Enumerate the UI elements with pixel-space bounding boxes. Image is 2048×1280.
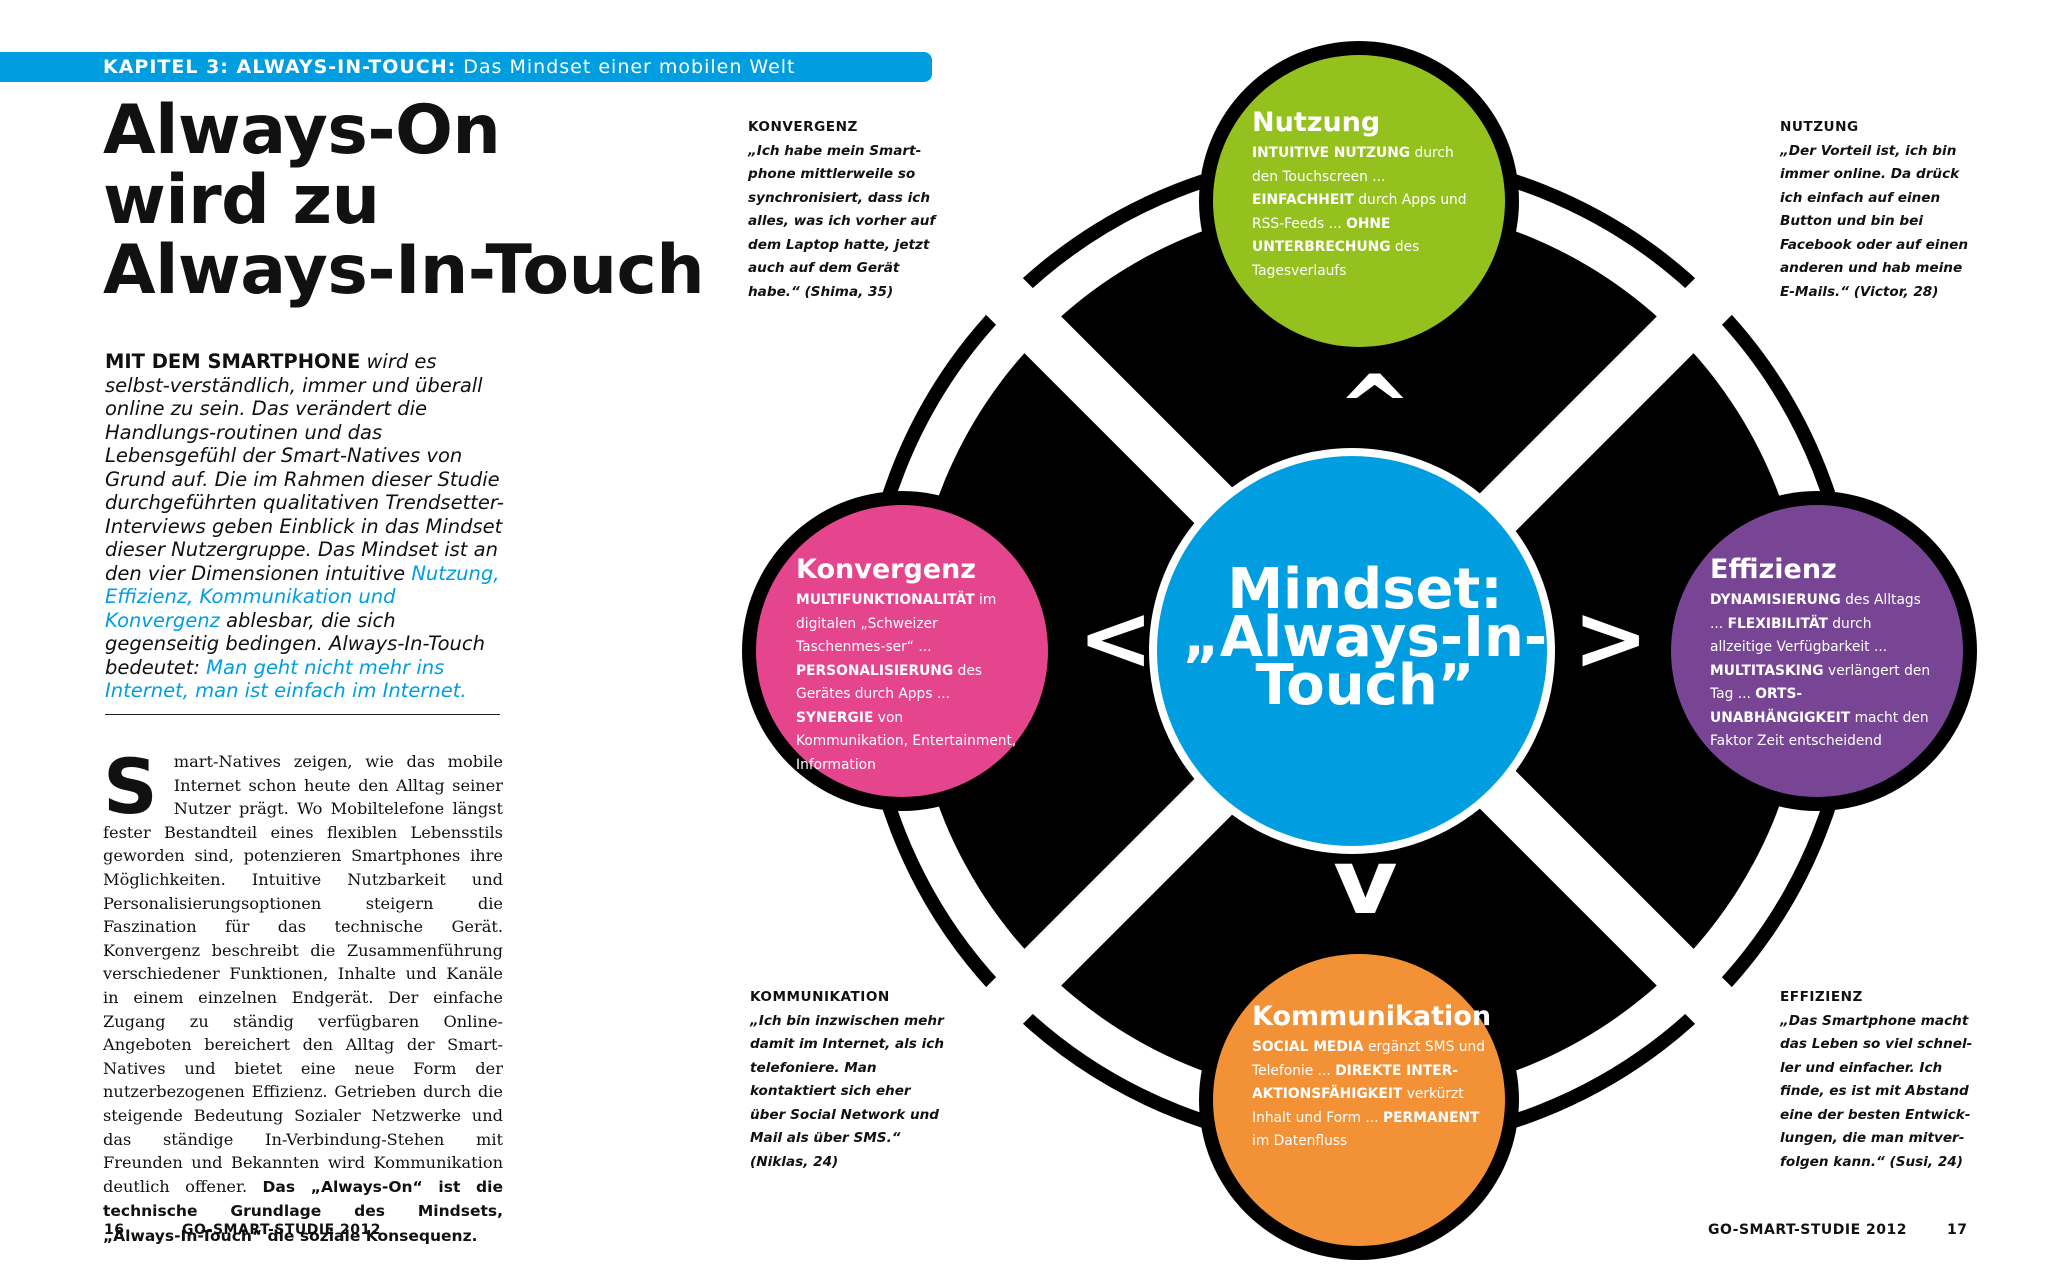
arrow-up: ^ bbox=[1337, 356, 1413, 461]
page-title: Always-On wird zu Always-In-Touch bbox=[103, 91, 705, 310]
quote-effizienz: EFFIZIENZ „Das Smartphone macht das Lebe… bbox=[1780, 989, 1973, 1170]
publication-right: GO-SMART-STUDIE 2012 bbox=[1708, 1222, 1907, 1238]
konvergenz-title: Konvergenz bbox=[796, 554, 977, 585]
publication-left: GO-SMART-STUDIE 2012 bbox=[182, 1222, 381, 1238]
center-label: Mindset: „Always-In- Touch” bbox=[1182, 557, 1548, 718]
quote-nutzung: NUTZUNG „Der Vorteil ist, ich bin immer … bbox=[1780, 119, 1969, 300]
konvergenz-text: Konvergenz MULTIFUNKTIONALITÄT im digita… bbox=[796, 554, 1017, 773]
chapter-header: KAPITEL 3: ALWAYS-IN-TOUCH: Das Mindset … bbox=[103, 56, 796, 78]
page-number-right: 17 bbox=[1947, 1222, 1968, 1238]
chapter-header-bar bbox=[0, 52, 932, 82]
nutzung-text: Nutzung INTUITIVE NUTZUNG durch den Touc… bbox=[1252, 106, 1478, 283]
nutzung-title: Nutzung bbox=[1252, 107, 1381, 138]
kommunikation-text: Kommunikation SOCIAL MEDIA ergänzt SMS u… bbox=[1252, 1001, 1492, 1149]
arrow-right: > bbox=[1573, 586, 1649, 691]
effizienz-text: Effizienz DYNAMISIERUNG des Alltags ... … bbox=[1710, 553, 1935, 754]
arrow-left: < bbox=[1078, 586, 1154, 691]
quote-kommunikation: KOMMUNIKATION „Ich bin inzwischen mehr d… bbox=[750, 989, 945, 1170]
lead-paragraph: MIT DEM SMARTPHONE wird es selbst-verstä… bbox=[105, 350, 504, 702]
quote-konvergenz: KONVERGENZ „Ich habe mein Smart-phone mi… bbox=[748, 119, 936, 300]
divider bbox=[105, 714, 500, 715]
effizienz-title: Effizienz bbox=[1710, 554, 1837, 585]
page-number-left: 16 bbox=[104, 1222, 125, 1238]
arrow-down: v bbox=[1333, 830, 1398, 935]
drop-cap: S bbox=[103, 742, 158, 831]
kommunikation-title: Kommunikation bbox=[1252, 1001, 1492, 1032]
